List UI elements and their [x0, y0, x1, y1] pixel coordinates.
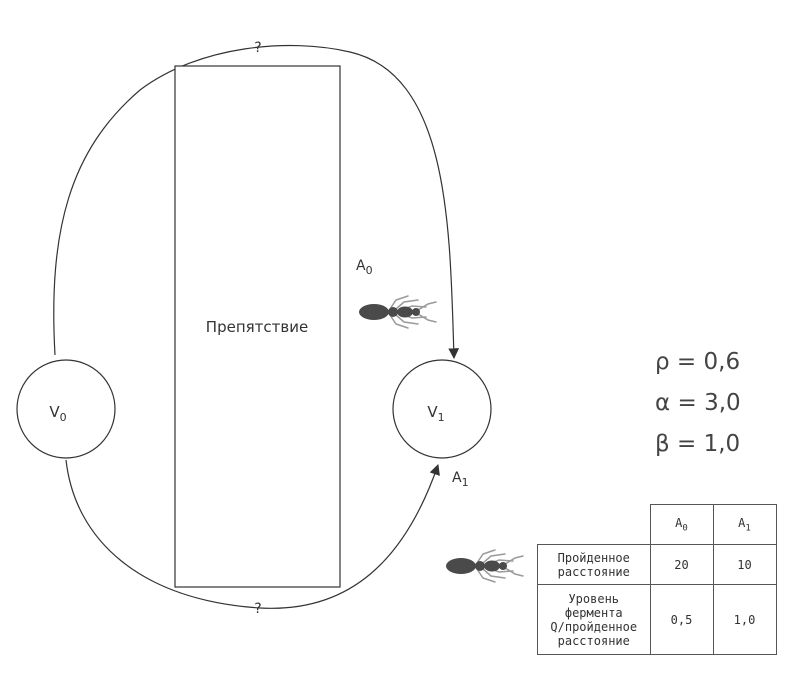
table-row-label: Уровень фермента Q/пройденное расстояние [537, 584, 651, 655]
node-v0-sub: 0 [60, 411, 67, 424]
node-v1-sub: 1 [438, 411, 445, 424]
table-header-a1: A1 [712, 504, 777, 545]
table-row-label: Пройденное расстояние [537, 544, 651, 585]
table-cell: 0,5 [649, 584, 714, 655]
bottom-path [65, 459, 440, 609]
table-cell: 1,0 [712, 584, 777, 655]
node-v0: V0 [16, 359, 116, 459]
param-alpha: α = 3,0 [655, 390, 741, 416]
top-path-label: ? [254, 40, 261, 56]
ant-stats-table: A0 A1 Пройденное расстояние 20 10 Уровен… [537, 504, 777, 655]
table-cell: 20 [649, 544, 714, 585]
ant-a1-label: A1 [452, 470, 469, 489]
node-v0-label: V [49, 403, 60, 421]
node-v1-label: V [427, 403, 438, 421]
svg-text:V1: V1 [427, 403, 444, 424]
ant-icon [445, 549, 524, 583]
top-path [53, 44, 460, 360]
table-cell: 10 [712, 544, 777, 585]
param-beta: β = 1,0 [655, 431, 741, 457]
node-v1: V1 [392, 359, 492, 459]
table-header-a0: A0 [649, 504, 714, 545]
svg-text:V0: V0 [49, 403, 66, 424]
obstacle-label: Препятствие [206, 318, 308, 336]
parameters: ρ = 0,6 α = 3,0 β = 1,0 [655, 342, 741, 465]
obstacle [174, 65, 341, 588]
bottom-path-label: ? [254, 601, 261, 617]
param-rho: ρ = 0,6 [655, 349, 741, 375]
ant-icon [358, 295, 437, 329]
ant-a0-label: A0 [356, 258, 373, 277]
